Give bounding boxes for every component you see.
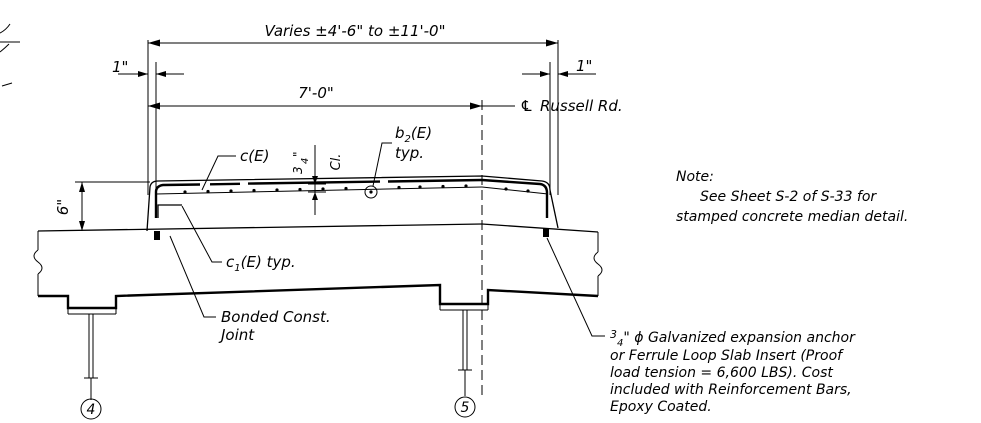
bar-c1-label: c1(E) typ. — [226, 253, 296, 274]
median-concrete — [146, 175, 559, 232]
anchor-line4: included with Reinforcement Bars, — [610, 382, 852, 398]
bar-b2-typ: typ. — [395, 144, 424, 162]
right-offset-dimension: 1" — [522, 57, 596, 195]
median-width-dimension: 7'-0" — [148, 84, 482, 110]
deck-slab — [33, 223, 603, 315]
bar-c-label: c(E) — [240, 147, 269, 165]
clear-cover-unit: " — [291, 151, 305, 157]
centerline-symbol: ℄ — [520, 97, 533, 115]
height-text: 6" — [54, 199, 72, 215]
bar-c-callout: c(E) — [201, 147, 269, 191]
anchor-callout: 34" ϕ Galvanized expansion anchor or Fer… — [546, 237, 856, 415]
clear-cover-label: Cl. — [329, 154, 344, 171]
height-dimension: 6" — [54, 181, 150, 231]
note-line1: See Sheet S-2 of S-33 for — [700, 189, 877, 205]
right-offset-text: 1" — [576, 57, 592, 75]
anchor-line5: Epoxy Coated. — [610, 399, 712, 415]
anchor-line3: load tension = 6,600 LBS). Cost — [610, 365, 833, 381]
pier-left: 4 — [80, 314, 102, 420]
left-offset-text: 1" — [112, 58, 128, 76]
note-block: Note: See Sheet S-2 of S-33 for stamped … — [676, 169, 908, 225]
clear-cover-den: 4 — [300, 158, 311, 164]
anchor-line2: or Ferrule Loop Slab Insert (Proof — [610, 348, 844, 364]
pier-left-label: 4 — [87, 402, 96, 418]
cropped-edge-marks — [0, 23, 20, 87]
right-anchor — [543, 228, 549, 237]
overall-dimension: Varies ±4'-6" to ±11'-0" — [147, 22, 559, 195]
note-line2: stamped concrete median detail. — [676, 209, 908, 225]
clear-cover-dimension: 3 4 " Cl. — [291, 145, 344, 215]
left-anchor — [154, 231, 160, 240]
clear-cover-num: 3 — [291, 166, 305, 174]
joint-callout: Bonded Const. Joint — [169, 235, 331, 344]
overall-dimension-text: Varies ±4'-6" to ±11'-0" — [265, 22, 446, 40]
anchor-line1: 34" ϕ Galvanized expansion anchor — [610, 328, 856, 349]
left-offset-dimension: 1" — [112, 58, 184, 195]
median-width-text: 7'-0" — [298, 84, 334, 102]
pier-right: 5 — [454, 310, 476, 418]
joint-line2: Joint — [218, 326, 255, 344]
note-title: Note: — [676, 169, 714, 185]
bar-b2-callout: b2(E) typ. — [372, 124, 432, 187]
centerline: ℄ Russell Rd. — [481, 97, 623, 400]
bar-c1-callout: c1(E) typ. — [181, 205, 296, 274]
bar-b2-main: b2(E) — [395, 124, 432, 145]
pier-right-label: 5 — [461, 400, 470, 416]
centerline-label: Russell Rd. — [540, 97, 623, 115]
joint-line1: Bonded Const. — [221, 308, 331, 326]
